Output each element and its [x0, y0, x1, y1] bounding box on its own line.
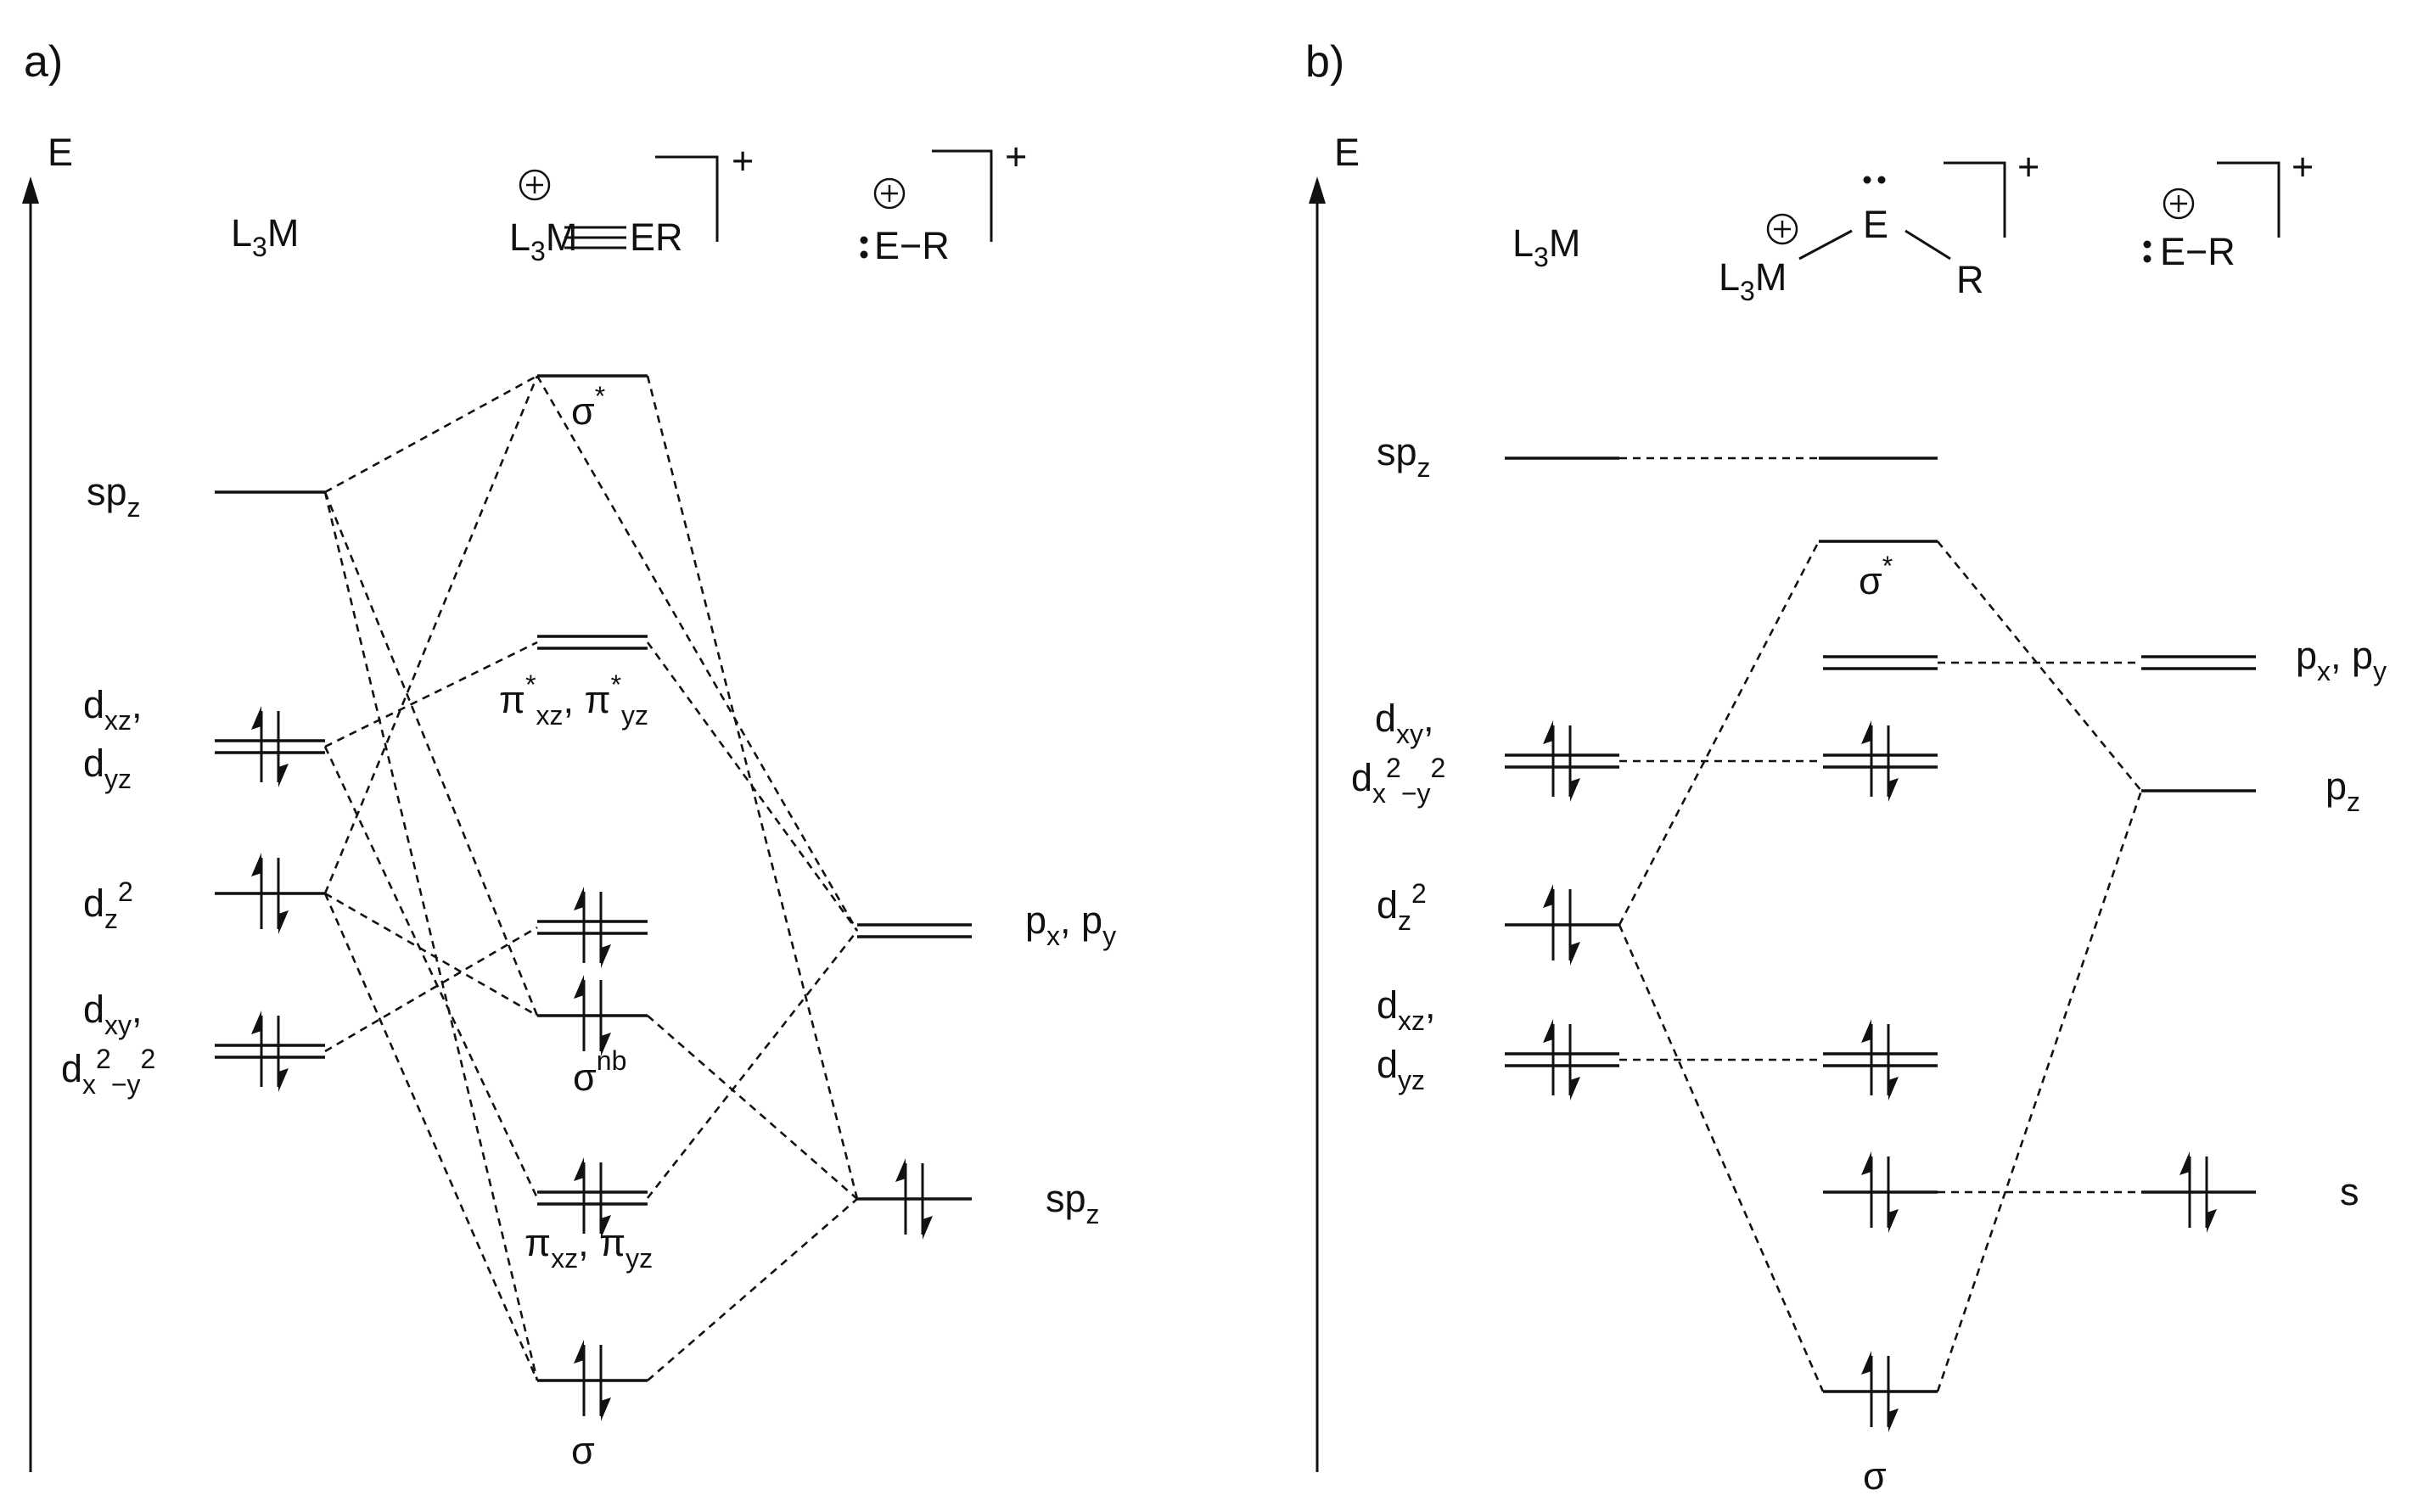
label-metal-dxz: dxz,	[83, 683, 143, 736]
label-metal-dyz: dyz	[1377, 1043, 1425, 1095]
plus-circle-icon	[873, 177, 906, 210]
panel-b-correlation-lines	[1618, 456, 2143, 1392]
electron-pair-icon	[574, 887, 611, 968]
electron-pair-icon	[251, 1011, 289, 1092]
electron-pair-icon	[895, 1158, 933, 1240]
label-metal-dz2: dz2	[1377, 878, 1427, 936]
lone-pair-icon	[1863, 176, 1871, 184]
fragment-label: E−R	[874, 224, 950, 267]
electron-pair-icon	[1861, 1019, 1899, 1100]
header-complex-e: E	[1863, 203, 1888, 246]
label-metal-dx2y2: dx2−y2	[61, 1044, 155, 1100]
label-metal-spz: spz	[87, 470, 141, 523]
panel-b: b) E L3M L3M E R +	[1305, 37, 2387, 1498]
label-metal-dz2: dz2	[83, 876, 133, 934]
panel-a-correlation-lines	[323, 374, 859, 1381]
electron-pair-icon	[1861, 720, 1899, 802]
electron-pair-icon	[574, 1157, 611, 1239]
header-metal-label: L3M	[1512, 221, 1580, 272]
fragment-label: E−R	[2160, 230, 2235, 273]
panel-a-label: a)	[24, 37, 63, 87]
label-frag-pxpy: px, py	[1025, 899, 1116, 951]
fragment-charge: +	[1005, 135, 1027, 178]
label-metal-dyz: dyz	[83, 742, 132, 794]
label-sigma: σ	[1863, 1454, 1887, 1498]
plus-circle-icon	[1766, 213, 1798, 245]
axis-label-e: E	[1334, 131, 1360, 174]
plus-circle-icon	[519, 169, 551, 201]
label-sigma-star: σ*	[571, 381, 605, 433]
label-frag-spz: spz	[1046, 1177, 1100, 1229]
charge-bracket	[1944, 161, 2006, 238]
label-metal-dx2y2: dx2−y2	[1351, 753, 1445, 809]
header-complex-r: R	[1956, 258, 1984, 301]
panel-a-complex-levels: σ* π*xz, π*yz σnb πxz, πyz σ	[499, 374, 653, 1472]
complex-charge: +	[2017, 145, 2039, 188]
plus-circle-icon	[2163, 188, 2195, 220]
charge-bracket	[2217, 161, 2280, 238]
label-sigma-star: σ*	[1859, 551, 1893, 602]
label-metal-dxy: dxy,	[1375, 697, 1434, 749]
label-metal-dxy: dxy,	[83, 988, 143, 1040]
axis-arrow-icon	[1309, 176, 1326, 204]
panel-b-fragment-levels: px, py pz s	[2141, 634, 2387, 1213]
electron-pair-icon	[251, 853, 289, 934]
axis-label-e: E	[48, 131, 73, 174]
label-frag-s: s	[2340, 1170, 2359, 1213]
label-metal-dxz: dxz,	[1377, 983, 1436, 1036]
panel-b-metal-levels: spz dxy, dx2−y2 dz2 dxz, dyz	[1351, 430, 1619, 1095]
label-sigma: σ	[571, 1429, 595, 1472]
fragment-charge: +	[2292, 145, 2314, 188]
label-pi: πxz, πyz	[525, 1221, 653, 1274]
panel-b-electrons	[1543, 720, 2217, 1432]
panel-b-header-metal: L3M	[1512, 221, 1580, 272]
panel-b-header-fragment: E−R +	[2143, 145, 2314, 273]
panel-a-fragment-levels: px, py spz	[857, 899, 1116, 1229]
panel-b-complex-levels: σ* σ	[1819, 456, 1938, 1498]
header-metal-label: L3M	[231, 211, 299, 262]
panel-a-electrons	[251, 706, 933, 1421]
panel-b-header-complex: L3M E R +	[1719, 145, 2039, 306]
electron-pair-icon	[251, 706, 289, 787]
header-complex-metal: L3M	[1719, 255, 1787, 306]
panel-b-label: b)	[1305, 37, 1344, 87]
label-metal-spz: spz	[1377, 430, 1431, 483]
lone-pair-icon	[860, 236, 868, 244]
label-frag-pz: pz	[2325, 764, 2360, 817]
label-sigma-nb: σnb	[573, 1045, 626, 1099]
electron-pair-icon	[1861, 1351, 1899, 1432]
panel-a: a) E L3M L3M ER +	[22, 37, 1116, 1472]
panel-a-header-metal: L3M	[231, 211, 299, 262]
charge-bracket	[655, 155, 719, 242]
electron-pair-icon	[1543, 884, 1580, 966]
panel-a-metal-levels: spz dxz, dyz dz2 dxy, dx2−y2	[61, 470, 325, 1100]
electron-pair-icon	[1543, 1019, 1580, 1100]
panel-b-energy-axis: E	[1309, 131, 1360, 1472]
label-pi-star: π*xz, π*yz	[499, 669, 648, 731]
electron-pair-icon	[1543, 720, 1580, 802]
electron-pair-icon	[2179, 1151, 2217, 1233]
charge-bracket	[932, 149, 993, 242]
lone-pair-icon	[2143, 240, 2151, 249]
panel-a-energy-axis: E	[22, 131, 73, 1472]
header-complex-label: L3M	[509, 216, 577, 266]
electron-pair-icon	[574, 1340, 611, 1421]
label-frag-pxpy: px, py	[2296, 634, 2387, 686]
electron-pair-icon	[574, 975, 611, 1056]
electron-pair-icon	[1861, 1151, 1899, 1233]
complex-charge: +	[732, 139, 754, 182]
axis-arrow-icon	[22, 176, 39, 204]
panel-a-header-fragment: E−R +	[860, 135, 1027, 267]
header-complex-er: ER	[630, 216, 683, 259]
panel-a-header-complex: L3M ER +	[509, 139, 754, 266]
